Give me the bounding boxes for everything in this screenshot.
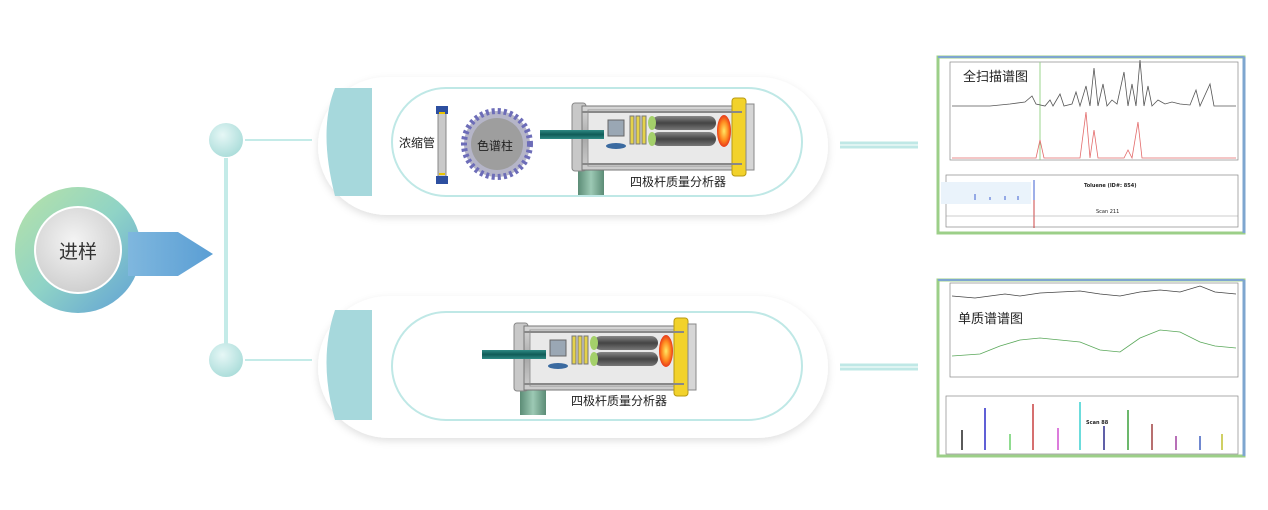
chromatography-column-icon	[461, 108, 533, 180]
concentrator-label: 浓缩管	[399, 136, 436, 150]
sample-arrow	[128, 232, 213, 276]
bottom-scan-label: Scan 88	[1086, 420, 1109, 426]
sim-ion-bars	[961, 402, 1223, 450]
top-scan-label: Scan 211	[1096, 209, 1120, 215]
column-label: 色谱柱	[477, 139, 514, 153]
output-connectors	[840, 141, 918, 371]
bottom-branch-node	[209, 343, 243, 377]
compound-label: Toluene (ID#: 854)	[1084, 183, 1137, 189]
concentrator-tube-icon	[436, 106, 448, 184]
full-scan-spectrum-panel	[936, 55, 1246, 235]
bottom-analyzer-label: 四极杆质量分析器	[571, 394, 668, 408]
tic-trace	[952, 59, 1236, 108]
sample-node	[15, 187, 213, 313]
top-branch-node	[209, 123, 243, 157]
sim-spectrum-panel	[936, 278, 1246, 458]
top-analyzer-label: 四极杆质量分析器	[630, 175, 727, 189]
eic-trace	[952, 111, 1236, 160]
branch-connector	[224, 139, 312, 361]
sample-label: 进样	[58, 241, 97, 263]
sim-spectrum-title: 单质谱谱图	[958, 312, 1024, 327]
full-scan-title: 全扫描谱图	[963, 70, 1029, 85]
